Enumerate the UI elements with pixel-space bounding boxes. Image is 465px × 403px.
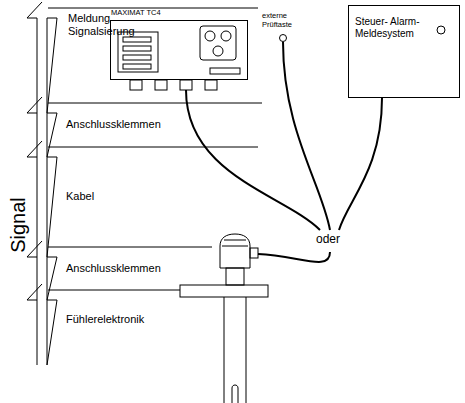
device-name: MAXIMAT TC4 (111, 9, 161, 18)
device-panel (118, 32, 158, 72)
device-indicator (123, 46, 151, 51)
signal-arrow (27, 284, 57, 365)
level-line (48, 103, 262, 104)
sensor-neck (226, 268, 244, 285)
sensor-flange (180, 285, 268, 297)
level-line (48, 290, 180, 291)
sensor-head-ribs (222, 240, 248, 246)
signal-arrow (27, 241, 57, 300)
cable (339, 98, 382, 230)
level-label: Kabel (66, 190, 94, 203)
sensor-cable-entry (250, 248, 258, 258)
signal-arrow (27, 141, 57, 257)
device-knob (213, 46, 223, 56)
sensor-rod (224, 297, 246, 403)
sensor-head (220, 234, 250, 268)
cable (258, 252, 330, 262)
device-knob (205, 31, 215, 41)
level-label: Fühlerelektronik (66, 313, 144, 326)
level-label: Anschlussklemmen (66, 118, 161, 131)
system-name: Steuer- Alarm- Meldesystem (355, 16, 421, 39)
device-logo (210, 68, 240, 74)
device-indicator (123, 37, 151, 42)
signal-arrow (27, 97, 57, 157)
sensor-slot (232, 385, 238, 403)
system-box: Steuer- Alarm- Meldesystem (348, 5, 460, 98)
device-indicator (123, 64, 151, 69)
device-housing: MAXIMAT TC4 (110, 20, 248, 80)
cable-gland (155, 80, 167, 90)
level-label: Anschlussklemmen (66, 262, 161, 275)
signal-arrow (27, 2, 57, 113)
button-label: externe Prüftaste (262, 12, 302, 29)
cable-gland (180, 80, 192, 90)
cable-gland (130, 80, 142, 90)
level-line (48, 147, 258, 148)
junction-label: oder (316, 233, 340, 247)
level-line (48, 247, 212, 248)
device-indicator (123, 55, 151, 60)
device-knob (221, 31, 231, 41)
test-button (280, 35, 287, 42)
axis-label: Signal (7, 197, 30, 253)
alarm-lamp (437, 26, 445, 34)
cable (283, 42, 330, 230)
cable-gland (205, 80, 217, 90)
device-knob-panel (200, 26, 236, 60)
cable (186, 90, 320, 230)
